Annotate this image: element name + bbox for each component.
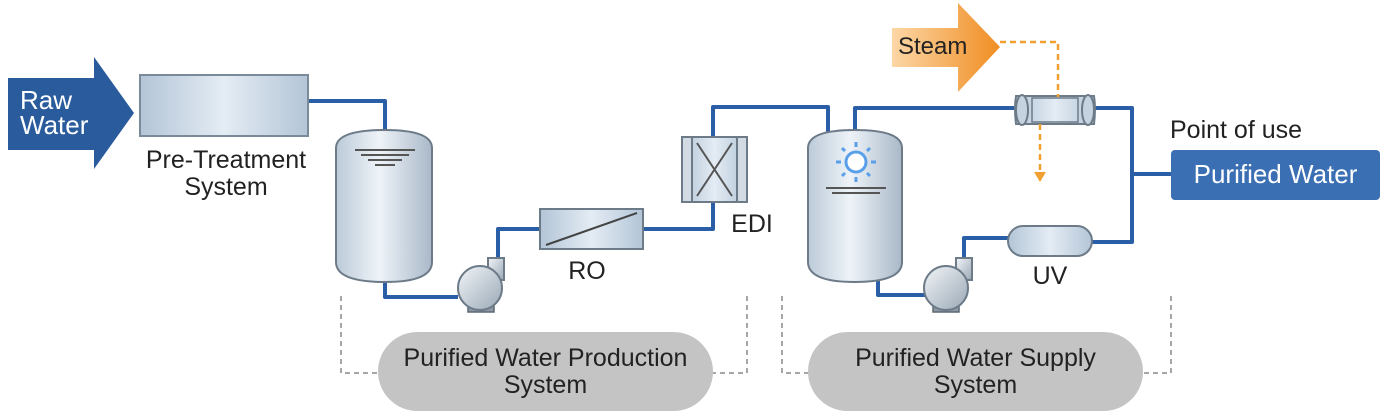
purified-water-label: Purified Water — [1193, 159, 1358, 189]
steam-line — [1000, 40, 1060, 97]
pump-2 — [923, 257, 973, 313]
pretreatment-label: Pre-Treatment System — [140, 147, 312, 201]
storage-tank-2 — [807, 128, 903, 284]
supply-line1: Purified Water Supply — [855, 343, 1096, 372]
raw-water-arrow — [8, 57, 134, 169]
pretreatment-line1: Pre-Treatment — [145, 146, 307, 174]
pretreatment-unit — [139, 74, 309, 137]
section-brackets — [340, 296, 1172, 374]
pipe-edi-to-tank2 — [711, 105, 830, 137]
steam-label: Steam — [898, 33, 968, 60]
pipe-uv-to-pump2 — [962, 236, 1008, 262]
heat-exchanger — [1014, 94, 1096, 126]
steam-arrow — [892, 3, 1000, 92]
edi-unit — [681, 136, 748, 203]
raw-water-label: Raw Water — [20, 85, 100, 140]
pipe-hx-to-use — [1092, 106, 1134, 244]
raw-water-line1: Raw — [20, 85, 73, 115]
uv-unit — [1007, 225, 1093, 257]
ro-label: RO — [568, 257, 606, 285]
supply-system-pill: Purified Water Supply System — [808, 332, 1143, 411]
supply-line2: System — [933, 370, 1018, 399]
production-line2: System — [503, 370, 588, 399]
raw-water-line2: Water — [20, 110, 89, 140]
ro-unit — [539, 208, 644, 250]
pump-1 — [457, 257, 505, 313]
pretreatment-line2: System — [184, 173, 268, 201]
production-system-pill: Purified Water Production System — [378, 332, 713, 411]
pipe-pretreatment-to-tank — [308, 99, 387, 132]
production-line1: Purified Water Production — [403, 343, 688, 372]
pipe-ro-to-edi — [643, 202, 715, 231]
pipe-tank2-to-pump2 — [876, 277, 926, 297]
pipe-pump1-to-ro — [496, 227, 540, 262]
uv-lamp-icon — [836, 142, 876, 182]
storage-tank-1 — [335, 128, 433, 284]
pipe-tank2-to-hx — [853, 106, 1016, 135]
purified-water-box — [1171, 150, 1380, 200]
steam-outlet-arrow-icon — [1034, 172, 1046, 182]
uv-label: UV — [1032, 262, 1068, 290]
edi-label: EDI — [731, 210, 773, 238]
point-of-use-label: Point of use — [1170, 116, 1303, 144]
